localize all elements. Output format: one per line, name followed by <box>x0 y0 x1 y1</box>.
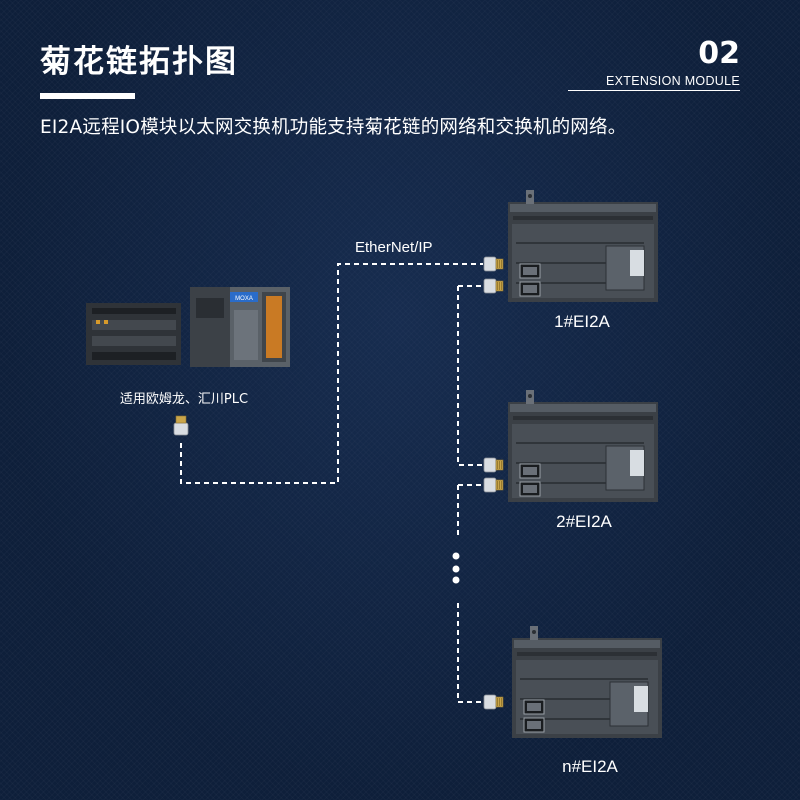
ei2a-module-n <box>511 625 663 739</box>
inovance-plc: MOXA <box>190 287 290 367</box>
rj45-plug-1b <box>483 278 504 294</box>
module-2-label: 2#EI2A <box>556 512 612 531</box>
page-title: 菊花链拓扑图 <box>40 44 238 80</box>
ellipsis-dots <box>452 552 460 584</box>
plc-badge <box>230 292 258 302</box>
ei2a-module-1 <box>507 189 659 303</box>
module-1-label: 1#EI2A <box>554 312 610 331</box>
rj45-plug-na <box>483 694 504 710</box>
plc-rj45-plug <box>173 415 189 436</box>
title-underline <box>40 93 135 99</box>
cable-to-module-n <box>457 603 483 703</box>
rj45-plug-1a <box>483 256 504 272</box>
section-divider <box>568 90 740 91</box>
omron-plc <box>86 303 181 365</box>
rj45-plug-2b <box>483 477 504 493</box>
plc-caption: 适用欧姆龙、汇川PLC <box>120 392 248 407</box>
plc-image: MOXA <box>86 287 290 367</box>
plc-badge-text: MOXA <box>235 296 253 302</box>
module-n-label: n#EI2A <box>562 757 618 776</box>
section-subtitle: EXTENSION MODULE <box>606 74 740 88</box>
ethernet-cables <box>180 263 483 703</box>
network-label: EtherNet/IP <box>355 239 433 256</box>
ei2a-module-2 <box>507 389 659 503</box>
cable-module1-to-module2 <box>457 286 483 466</box>
rj45-plug-2a <box>483 457 504 473</box>
section-number: 02 <box>698 36 740 71</box>
description-text: EI2A远程IO模块以太网交换机功能支持菊花链的网络和交换机的网络。 <box>40 117 627 138</box>
